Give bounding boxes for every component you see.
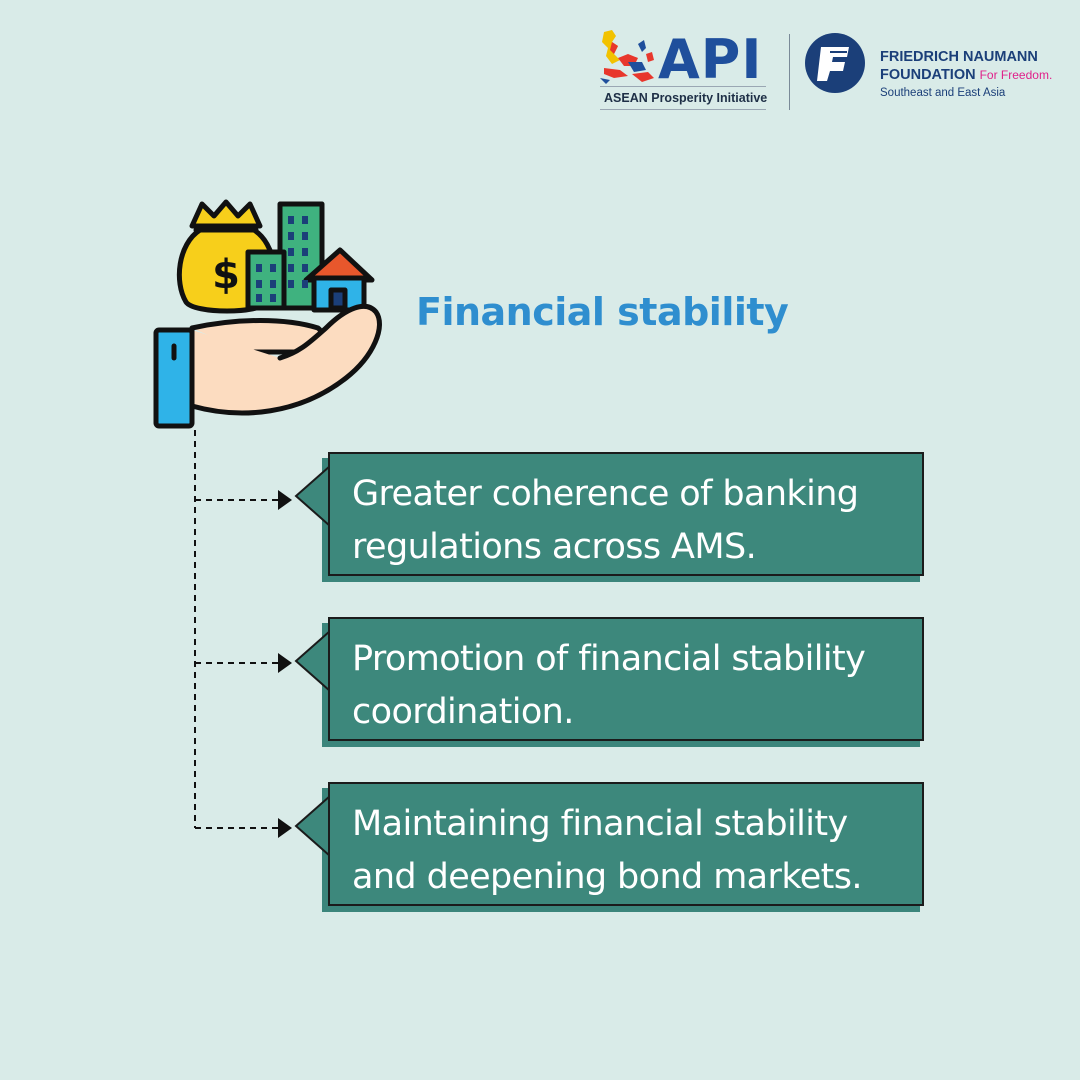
hand-holding-money-buildings-icon: $ <box>150 196 390 436</box>
speech-pointer-icon <box>294 795 331 857</box>
page-title: Financial stability <box>416 290 789 334</box>
svg-text:$: $ <box>212 252 240 298</box>
list-item-text: Promotion of financial stability coordin… <box>352 639 866 732</box>
api-logo: API ASEAN Prosperity Initiative <box>598 28 768 110</box>
arrowhead-icon <box>278 653 292 673</box>
card <box>328 617 924 741</box>
logo-separator <box>789 34 790 110</box>
asean-map-icon <box>600 30 654 84</box>
list-item: Greater coherence of banking regulations… <box>294 452 942 588</box>
fnf-tagline: For Freedom. <box>979 68 1053 82</box>
card <box>328 452 924 576</box>
list-item-text: Greater coherence of banking regulations… <box>352 474 859 567</box>
arrowhead-icon <box>278 818 292 838</box>
api-logo-text: API <box>658 28 763 91</box>
card <box>328 782 924 906</box>
list-item: Promotion of financial stability coordin… <box>294 617 942 753</box>
fnf-logo-icon <box>803 31 867 95</box>
speech-pointer-icon <box>294 465 331 527</box>
fnf-name-line1: FRIEDRICH NAUMANN <box>880 49 1038 65</box>
fnf-name-line2: FOUNDATION <box>880 67 976 83</box>
divider <box>600 109 766 110</box>
header: API ASEAN Prosperity Initiative FRIEDRIC… <box>0 24 1080 124</box>
api-subtitle: ASEAN Prosperity Initiative <box>604 91 768 105</box>
arrowhead-icon <box>278 490 292 510</box>
fnf-region: Southeast and East Asia <box>880 87 1006 99</box>
divider <box>600 86 766 87</box>
speech-pointer-icon <box>294 630 331 692</box>
list-item: Maintaining financial stability and deep… <box>294 782 942 918</box>
list-item-text: Maintaining financial stability and deep… <box>352 804 863 897</box>
